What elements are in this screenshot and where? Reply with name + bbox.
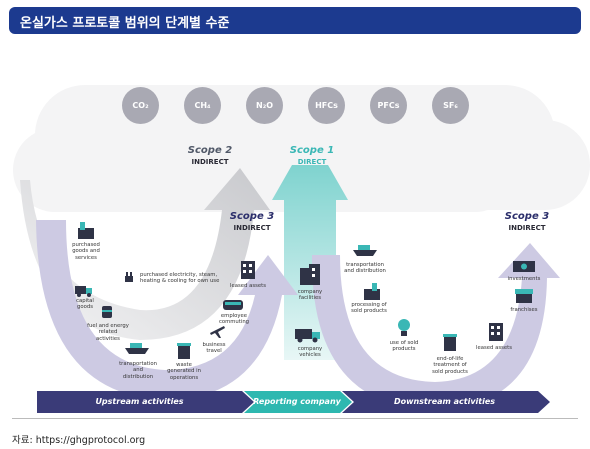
reporting-facilities-label: company facilities	[297, 289, 323, 302]
title-bar: 온실가스 프로토콜 범위의 단계별 수준	[9, 7, 581, 34]
recycle-bin-icon	[443, 334, 457, 351]
source-text: 자료: https://ghgprotocol.org	[12, 435, 146, 446]
activity-bar-shapes	[37, 391, 550, 413]
scope3-upstream-subtitle: INDIRECT	[233, 224, 271, 232]
gas-n2o: N₂O	[246, 87, 283, 124]
downstream-leased-assets-label: leased assets	[476, 345, 512, 351]
page-title: 온실가스 프로토콜 범위의 단계별 수준	[20, 16, 230, 31]
upstream-employee-commuting-label: employee commuting	[218, 313, 250, 326]
fuel-barrel-icon	[102, 306, 112, 318]
upstream-business-travel-label: business travel	[202, 342, 226, 355]
ship-icon	[125, 343, 149, 354]
company-building-icon	[300, 264, 320, 285]
scope3-downstream-subtitle: INDIRECT	[508, 224, 546, 232]
downstream-transport-label: transportation and distribution	[344, 262, 386, 275]
factory-icon	[78, 222, 94, 239]
upstream-purchased-goods-label: purchased goods and services	[72, 242, 100, 261]
scope1-title: Scope 1	[289, 145, 335, 156]
scope2-arrow	[20, 168, 270, 340]
gas-pfcs: PFCs	[370, 87, 407, 124]
downstream-use-label: use of sold products	[389, 340, 419, 353]
waste-bin-icon	[177, 343, 191, 359]
scope3-upstream-title: Scope 3	[229, 211, 275, 222]
downstream-franchises-label: franchises	[510, 307, 538, 313]
upstream-capital-goods-label: capital goods	[76, 298, 94, 311]
downstream-investments-label: investments	[507, 276, 541, 282]
gas-sf6: SF₆	[432, 87, 469, 124]
upstream-waste-label: waste generated in operations	[167, 362, 201, 381]
scope3-downstream-title: Scope 3	[504, 211, 550, 222]
company-truck-icon	[295, 329, 320, 343]
downstream-end-of-life-label: end-of-life treatment of sold products	[432, 356, 468, 375]
upstream-arrow	[36, 220, 298, 400]
franchise-store-icon	[515, 289, 533, 303]
processing-factory-icon	[364, 283, 380, 300]
scope1-subtitle: DIRECT	[297, 158, 327, 166]
money-icon	[513, 261, 535, 272]
upstream-leased-assets-label: leased assets	[230, 283, 266, 289]
reporting-vehicles-label: company vehicles	[297, 346, 323, 359]
upstream-fuel-energy-label: fuel and energy related activities	[87, 323, 129, 342]
scope-arrows	[20, 165, 560, 410]
downstream-ship-icon	[353, 245, 377, 256]
train-icon	[223, 300, 243, 310]
activity-bar: Upstream activities Reporting company Do…	[37, 391, 550, 413]
upstream-purchased-electricity-label: purchased electricity, steam, heating & …	[140, 272, 220, 285]
scope2-title: Scope 2	[187, 145, 233, 156]
airplane-icon	[210, 326, 225, 338]
gas-hfcs: HFCs	[308, 87, 345, 124]
ghg-scope-diagram: CO₂ CH₄ N₂O HFCs PFCs SF₆ Scope 2 INDIRE…	[0, 40, 590, 420]
scope2-subtitle: INDIRECT	[191, 158, 229, 166]
plug-icon	[125, 272, 133, 282]
gas-co2: CO₂	[122, 87, 159, 124]
leased-building-icon	[489, 323, 503, 341]
upstream-transport-label: transportation and distribution	[119, 361, 157, 380]
divider	[12, 418, 578, 419]
building-icon	[241, 261, 255, 279]
upstream-activities-label: Upstream activities	[95, 397, 184, 406]
downstream-arrow	[311, 243, 560, 410]
downstream-activities-label: Downstream activities	[393, 397, 496, 406]
lightbulb-icon	[398, 319, 410, 336]
gas-ch4: CH₄	[184, 87, 221, 124]
downstream-processing-label: processing of sold products	[351, 302, 387, 315]
truck-icon	[75, 286, 92, 297]
reporting-company-label: Reporting company	[253, 397, 341, 406]
